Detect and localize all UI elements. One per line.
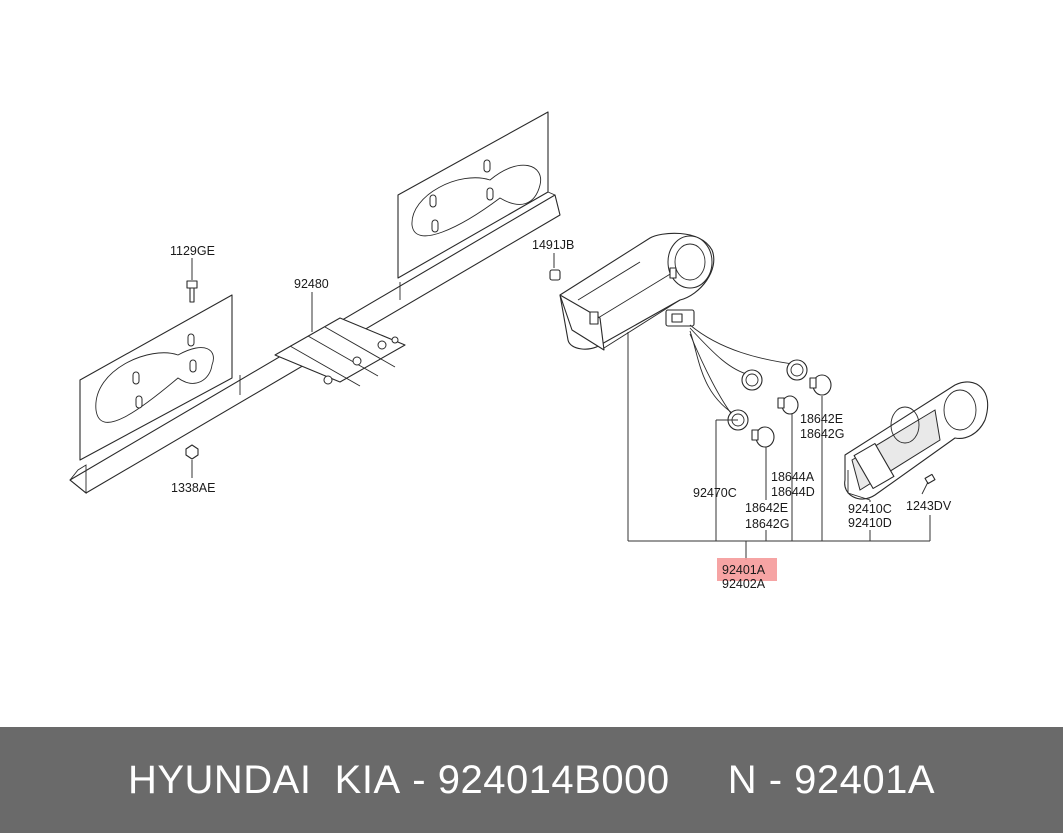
- separator-2: -: [757, 757, 795, 802]
- label-92401A[interactable]: 92401A: [722, 563, 766, 577]
- label-18642E-upper[interactable]: 18642E: [800, 412, 843, 426]
- label-92410C[interactable]: 92410C: [848, 502, 892, 516]
- part-number-banner: HYUNDAI KIA - 924014B000 N - 92401A: [0, 727, 1063, 833]
- label-18642G-upper[interactable]: 18642G: [800, 427, 844, 441]
- spacer: [670, 758, 728, 803]
- parts-diagram: 1129GE 92480 1338AE 1491JB 18642E 18642G…: [69, 111, 989, 591]
- highlight-92401A: [717, 558, 777, 581]
- label-1129GE[interactable]: 1129GE: [170, 244, 215, 258]
- separator-1: -: [400, 757, 438, 802]
- ref-code: 92401A: [794, 757, 936, 802]
- label-92480[interactable]: 92480: [294, 277, 329, 291]
- label-1338AE[interactable]: 1338AE: [171, 481, 215, 495]
- label-18644D[interactable]: 18644D: [771, 485, 815, 499]
- wiring-harness-92470C: [665, 309, 808, 431]
- label-92470C[interactable]: 92470C: [693, 486, 737, 500]
- label-92410D[interactable]: 92410D: [848, 516, 892, 530]
- label-92402A[interactable]: 92402A: [722, 577, 766, 591]
- label-18642E-lower[interactable]: 18642E: [745, 501, 788, 515]
- clip-1491JB: [549, 253, 561, 281]
- label-1491JB[interactable]: 1491JB: [532, 238, 574, 252]
- screw-1243DV: [921, 473, 936, 495]
- label-18644A[interactable]: 18644A: [771, 470, 815, 484]
- part-number: 924014B000: [437, 757, 670, 802]
- bulbs: [751, 374, 832, 448]
- tail-lamp-lens-92410C: [844, 381, 989, 501]
- nut-1338AE: [185, 444, 199, 478]
- ref-prefix: N: [727, 757, 758, 802]
- label-18642G-lower[interactable]: 18642G: [745, 517, 789, 531]
- license-plate-bracket-left: [69, 111, 561, 494]
- bolt-1129GE: [186, 258, 198, 303]
- label-1243DV[interactable]: 1243DV: [906, 499, 952, 513]
- assembly-leaders: [627, 332, 931, 560]
- brand-text: HYUNDAI KIA: [127, 757, 401, 802]
- tail-lamp-housing: [559, 232, 715, 351]
